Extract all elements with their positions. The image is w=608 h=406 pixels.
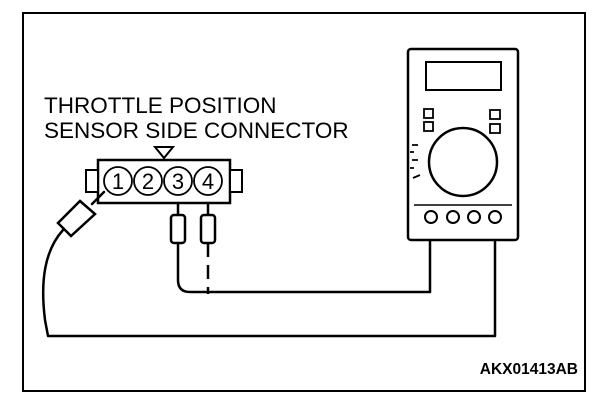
jack-4	[488, 210, 502, 224]
connector-title-line1: THROTTLE POSITION	[44, 93, 277, 118]
test-probe-icon	[56, 190, 106, 238]
wire-signal	[176, 220, 432, 294]
jack-2	[446, 210, 460, 224]
jack-3	[467, 210, 481, 224]
pin-label-2: 2	[142, 169, 154, 194]
pin-label-3: 3	[172, 169, 184, 194]
selector-dial	[427, 126, 499, 198]
jack-1	[424, 210, 438, 224]
test-probe-icon	[199, 201, 217, 245]
test-probe-icon	[169, 201, 187, 245]
diagram-frame	[22, 12, 586, 392]
connector: 1 2 3 4	[85, 158, 243, 205]
pin-label-4: 4	[202, 169, 214, 194]
pin-3	[163, 166, 193, 196]
connector-title-line2: SENSOR SIDE CONNECTOR	[44, 118, 349, 143]
pin-1	[103, 166, 133, 196]
pin-4	[193, 166, 223, 196]
multimeter-icon	[406, 47, 520, 242]
wire-ground	[41, 220, 497, 338]
triangle-marker-icon	[152, 146, 176, 160]
pin-label-1: 1	[112, 169, 124, 194]
pin-2	[133, 166, 163, 196]
figure-code: AKX01413AB	[480, 361, 578, 378]
